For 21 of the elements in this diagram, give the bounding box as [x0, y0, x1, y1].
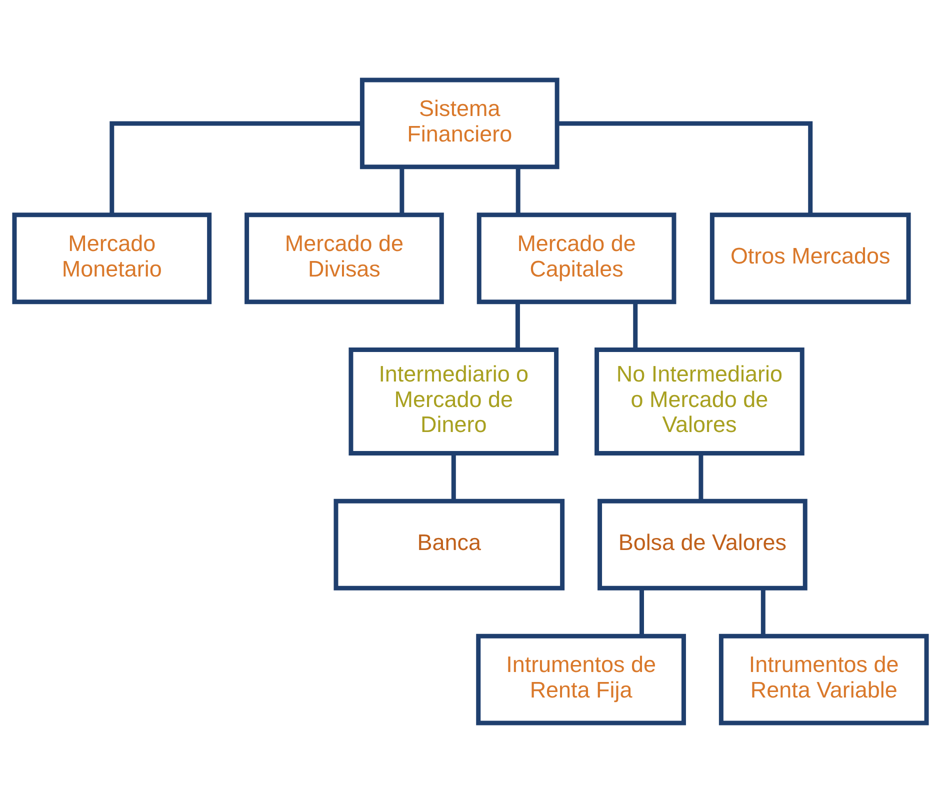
node-box: Intermediario o Mercado de Dinero	[348, 348, 559, 456]
connector	[451, 454, 456, 501]
connector	[400, 168, 404, 215]
connector	[698, 454, 704, 501]
node-box: Intrumentos de Renta Variable	[718, 634, 929, 726]
node-box: Bolsa de Valores	[598, 498, 808, 590]
node-box: No Intermediario o Mercado de Valores	[594, 348, 804, 456]
connector	[760, 588, 766, 636]
node-box: Mercado de Divisas	[244, 212, 444, 304]
connector	[557, 121, 813, 214]
node-box: Otros Mercados	[710, 212, 911, 304]
node-box: Sistema Financiero	[360, 78, 560, 170]
node-box: Mercado Monetario	[12, 212, 212, 304]
node-box: Intrumentos de Renta Fija	[476, 634, 686, 726]
connector	[640, 588, 644, 636]
connector	[515, 302, 520, 350]
connector	[516, 168, 520, 215]
connector	[633, 302, 638, 350]
node-box: Mercado de Capitales	[476, 212, 676, 304]
connector	[110, 121, 362, 214]
node-box: Banca	[334, 498, 565, 590]
